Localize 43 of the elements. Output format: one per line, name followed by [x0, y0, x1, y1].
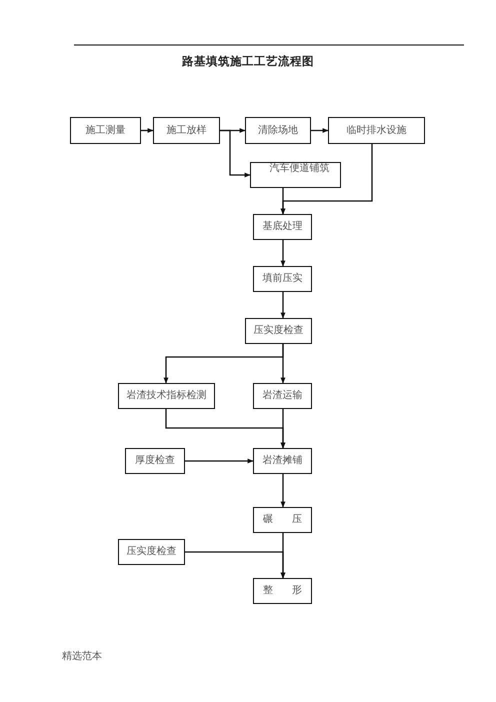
arrow	[280, 474, 286, 508]
arrow	[280, 292, 286, 319]
process-box	[153, 117, 220, 144]
process-box	[328, 117, 425, 144]
step-label: 临时排水设施	[346, 124, 406, 136]
process-box	[125, 448, 185, 474]
arrow	[141, 128, 154, 133]
process-box	[245, 117, 311, 144]
step-label: 岩渣技术指标检测	[126, 390, 206, 402]
step-label: 岩渣摊铺	[262, 455, 302, 467]
step-label: 施工测量	[86, 124, 126, 136]
step-label: 压实度检查	[126, 546, 176, 558]
step-label: 清除场地	[258, 124, 298, 136]
arrow	[280, 409, 286, 449]
process-box	[70, 117, 141, 144]
arrow	[185, 458, 254, 464]
step-label: 整 形	[262, 585, 302, 597]
process-box	[253, 266, 312, 292]
step-label: 岩渣运输	[262, 390, 302, 402]
diagram-title: 路基填筑施工工艺流程图	[182, 54, 314, 68]
arrow	[280, 344, 286, 384]
arrow	[220, 130, 251, 178]
process-box	[118, 539, 185, 565]
arrow	[185, 551, 286, 579]
step-label: 碾 压	[262, 514, 302, 526]
step-label: 压实度检查	[254, 325, 304, 337]
arrow	[311, 128, 329, 133]
process-box	[253, 578, 312, 604]
step-label: 厚度检查	[135, 455, 175, 467]
step-label: 基底处理	[262, 221, 302, 233]
process-box	[253, 507, 312, 533]
process-box	[253, 214, 312, 240]
process-box	[253, 383, 312, 409]
step-label: 填前压实	[262, 273, 302, 285]
process-box	[245, 318, 312, 344]
footer-note: 精选范本	[62, 650, 102, 663]
arrow	[280, 240, 286, 267]
arrow	[280, 144, 373, 215]
process-box	[118, 383, 215, 409]
process-box	[253, 448, 312, 474]
step-label: 施工放样	[166, 124, 206, 136]
process-box	[250, 162, 341, 188]
step-label: 汽车便道铺筑	[270, 163, 330, 175]
